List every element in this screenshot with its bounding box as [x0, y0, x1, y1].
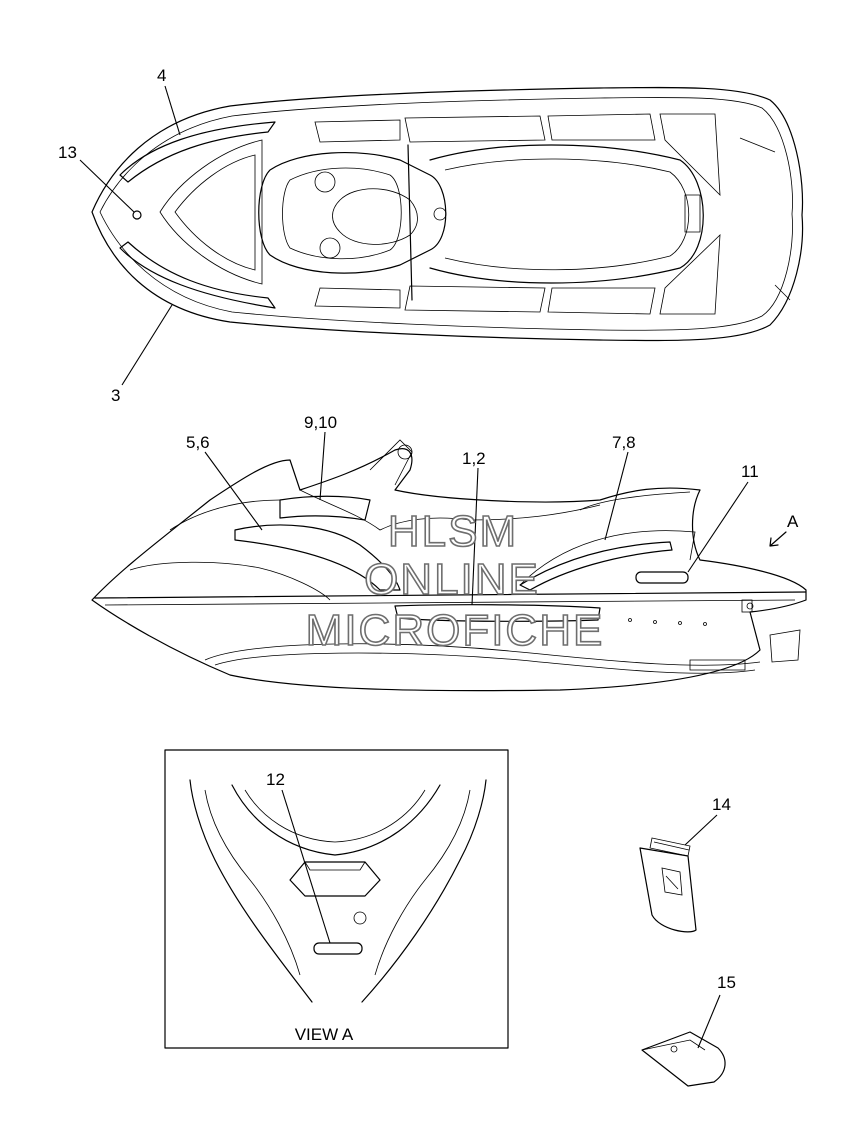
- callout-view-a-marker: A: [787, 512, 799, 531]
- decal-yamaha-side: YAMAHA: [645, 574, 680, 583]
- view-a-arrow: [769, 531, 787, 547]
- callout-1-2: 1,2: [462, 449, 486, 468]
- view-a-label: VIEW A: [295, 1025, 354, 1044]
- callout-11: 11: [741, 462, 759, 481]
- callout-15: 15: [717, 973, 736, 992]
- decal-yamaha-stern: YAMAHA: [321, 945, 356, 954]
- callout-12: 12: [266, 770, 285, 789]
- callout-9-10: 9,10: [304, 413, 337, 432]
- callout-3: 3: [111, 386, 120, 405]
- side-view-hull: YAMAHA: [91, 439, 807, 692]
- watermark-line-3: MICROFICHE: [306, 606, 605, 655]
- callout-4: 4: [157, 66, 166, 85]
- item-15-pouch: [641, 1031, 726, 1087]
- callout-5-6: 5,6: [186, 433, 210, 452]
- callout-13: 13: [58, 143, 77, 162]
- watermark: HLSM ONLINE MICROFICHE: [305, 506, 605, 656]
- callout-14: 14: [712, 795, 731, 814]
- item-14-sticker-sheet: [639, 837, 697, 933]
- view-a-panel: YAMAHA: [164, 749, 509, 1049]
- watermark-line-2: ONLINE: [364, 555, 540, 604]
- callout-7-8: 7,8: [612, 433, 636, 452]
- watermark-line-1: HLSM: [388, 507, 518, 556]
- top-view-hull: [91, 86, 804, 342]
